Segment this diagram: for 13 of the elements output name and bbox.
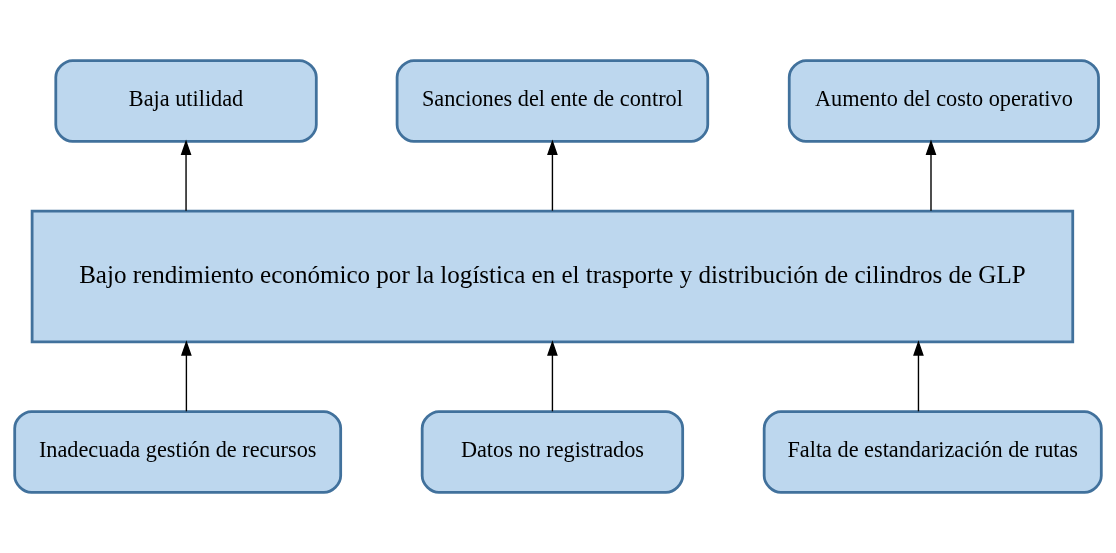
- node-box: Falta de estandarización de rutas: [762, 410, 1103, 494]
- arrow: [180, 139, 192, 212]
- node-box: Datos no registrados: [420, 410, 685, 494]
- node-box: Aumento del costo operativo: [787, 59, 1100, 143]
- node-box: Baja utilidad: [54, 59, 318, 143]
- arrow: [181, 340, 192, 412]
- arrow: [913, 340, 924, 412]
- arrow: [925, 139, 937, 212]
- node-box: Bajo rendimiento económico por la logística en el trasporte y distribución de cilindros de GLP: [30, 209, 1075, 344]
- node-box: Inadecuada gestión de recursos: [13, 410, 343, 494]
- arrow: [547, 139, 558, 212]
- arrow: [547, 340, 558, 412]
- node-box: Sanciones del ente de control: [395, 59, 710, 143]
